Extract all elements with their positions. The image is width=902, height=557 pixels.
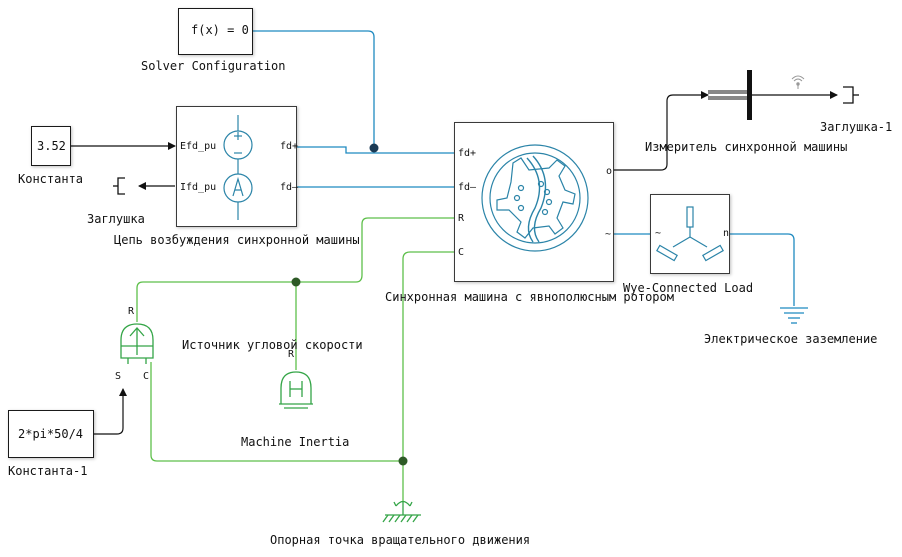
port-machine-ac: ~ [605,229,612,240]
terminator-icon[interactable] [843,86,859,104]
solver-label: Solver Configuration [141,59,286,73]
port-inertia-r: R [288,349,295,360]
speed-source-label: Источник угловой скорости [182,338,363,352]
const2-to-speed [94,388,127,435]
constant-label: Константа [18,172,84,186]
physical-connections[interactable] [253,30,795,306]
ref-junction [398,456,408,466]
sensor-label: Измеритель синхронной машины [645,140,848,154]
inertia-label: Machine Inertia [241,435,350,449]
port-speed-s: S [115,371,122,382]
inertia-icon[interactable] [279,371,313,409]
solver-configuration-block[interactable]: f(x) = 0 [178,8,253,55]
terminator-label: Заглушка [87,212,145,226]
synchronous-machine-block[interactable]: fd+ fd– R C o ~ [454,122,614,282]
solver-connection [253,30,375,148]
mechanical-reference-icon[interactable] [382,500,421,523]
port-speed-r: R [128,306,135,317]
port-machine-fd-plus: fd+ [458,148,477,159]
constant2-value: 2*pi*50/4 [18,427,84,441]
port-machine-o: o [606,166,613,177]
constant2-label: Константа-1 [8,464,88,478]
load-label: Wye-Connected Load [623,281,754,295]
constant2-block[interactable]: 2*pi*50/4 [8,410,94,458]
solver-junction [369,143,379,153]
port-machine-fd-minus: fd– [458,182,477,193]
machine-rotor-icon [481,144,589,252]
port-efd: Efd_pu [180,141,217,152]
wye-load-icon [656,206,724,262]
wye-load-block[interactable]: ~ n [650,194,730,274]
port-machine-r: R [458,213,465,224]
sensor-bus-icon[interactable] [708,70,752,120]
electrical-ground-icon[interactable] [780,307,808,324]
mech-ref-label: Опорная точка вращательного движения [270,533,531,547]
signal-connections[interactable] [71,91,838,435]
excitation-block[interactable]: Efd_pu Ifd_pu fd+ fd– [176,106,299,227]
terminator2-label: Заглушка-1 [820,120,893,134]
solver-equation: f(x) = 0 [191,23,249,37]
terminator-icon[interactable] [113,177,125,195]
case-c-connection [402,251,454,502]
port-load-n: n [723,228,730,239]
machine-label: Синхронная машина с явнополюсным ротором [385,290,674,304]
fdplus-connection [297,146,454,154]
angular-velocity-source-icon[interactable] [120,323,154,364]
rail-junction [291,277,301,287]
port-machine-c: C [458,247,465,258]
constant-value: 3.52 [37,139,66,153]
mechanical-connections[interactable] [136,217,454,502]
neutral-connection [730,233,795,306]
port-ifd: Ifd_pu [180,182,217,193]
rotor-r-connection [136,217,454,322]
o-to-sensor [614,91,709,171]
wireless-icon [791,75,805,89]
port-fd-minus: fd– [280,182,299,193]
speed-c-connection [150,362,403,462]
constant-block[interactable]: 3.52 [31,126,71,166]
excitation-label: Цепь возбуждения синхронной машины [114,233,360,247]
excitation-icon [223,115,253,220]
port-fd-plus: fd+ [280,141,299,152]
ground-label: Электрическое заземление [704,332,878,346]
port-speed-c: C [143,371,150,382]
port-load-ac: ~ [655,228,662,239]
